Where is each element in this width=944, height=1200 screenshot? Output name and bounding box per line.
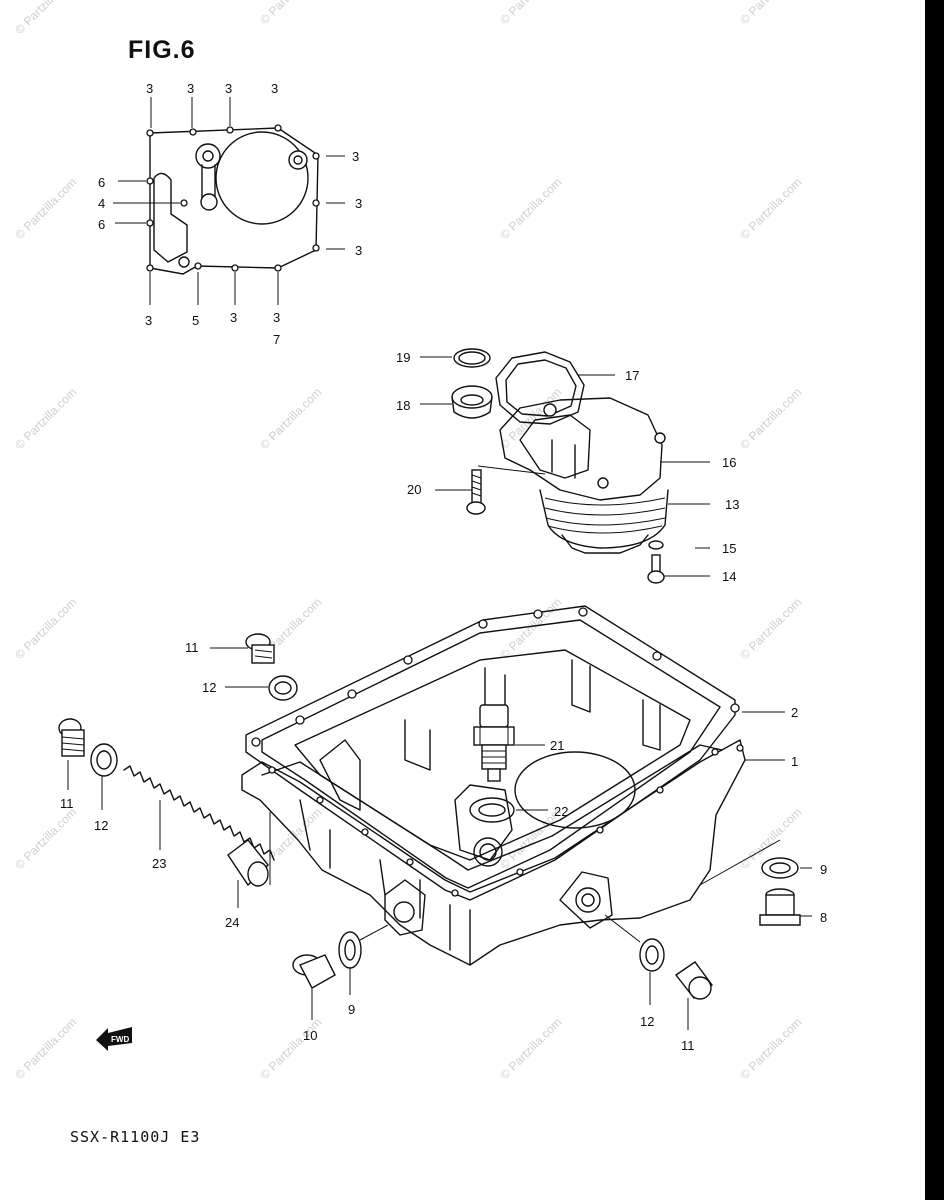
callout-10: 10 [303, 1028, 317, 1043]
plug-11-bottom [674, 961, 713, 1030]
watermark: © Partzilla.com [497, 0, 564, 27]
washer-12-bottom [604, 914, 665, 1005]
oil-pressure-switch [473, 704, 545, 782]
watermark: © Partzilla.com [737, 0, 804, 27]
watermark: © Partzilla.com [12, 0, 79, 37]
plug-11-left [58, 718, 85, 790]
washer-9-right [699, 839, 812, 886]
leader-lines [742, 711, 785, 761]
callout-11: 11 [681, 1038, 695, 1053]
plug-11-upper [210, 633, 275, 664]
callout-12: 12 [94, 818, 108, 833]
callout-4: 4 [98, 196, 105, 211]
washer-22 [469, 797, 548, 823]
callout-18: 18 [396, 398, 410, 413]
callout-6: 6 [98, 217, 105, 232]
oil-pan-assembly [241, 605, 746, 966]
relief-valve-24 [227, 812, 271, 908]
washer-12-upper [225, 675, 298, 701]
callout-3: 3 [355, 196, 362, 211]
watermark-layer: © Partzilla.com © Partzilla.com © Partzi… [12, 0, 804, 1082]
callout-17: 17 [625, 368, 639, 383]
watermark: © Partzilla.com [12, 175, 79, 242]
washer-9-bottom [338, 924, 389, 995]
spring-23 [123, 765, 275, 861]
callout-3: 3 [230, 310, 237, 325]
callout-8: 8 [820, 910, 827, 925]
callout-12: 12 [202, 680, 216, 695]
callout-11: 11 [60, 796, 74, 811]
watermark: © Partzilla.com [737, 175, 804, 242]
callout-6: 6 [98, 175, 105, 190]
callout-23: 23 [152, 856, 166, 871]
callout-14: 14 [722, 569, 736, 584]
callout-12: 12 [640, 1014, 654, 1029]
callout-3: 3 [273, 310, 280, 325]
watermark: © Partzilla.com [497, 595, 564, 662]
callout-3: 3 [355, 243, 362, 258]
callout-16: 16 [722, 455, 736, 470]
washer-12-left [90, 743, 118, 810]
callout-3: 3 [271, 81, 278, 96]
drain-bolt-8 [759, 888, 812, 926]
callout-11: 11 [185, 640, 199, 655]
watermark: © Partzilla.com [257, 805, 324, 872]
callout-15: 15 [722, 541, 736, 556]
callout-3: 3 [187, 81, 194, 96]
watermark: © Partzilla.com [12, 595, 79, 662]
callout-3: 3 [145, 313, 152, 328]
oil-strainer-assembly [420, 348, 710, 584]
watermark: © Partzilla.com [737, 385, 804, 452]
drain-bolt-10 [292, 954, 336, 1020]
watermark: © Partzilla.com [257, 385, 324, 452]
callout-19: 19 [396, 350, 410, 365]
forward-arrow-icon: FWD [96, 1027, 132, 1051]
callout-7: 7 [273, 332, 280, 347]
watermark: © Partzilla.com [12, 385, 79, 452]
fwd-label: FWD [111, 1035, 129, 1044]
callout-3: 3 [225, 81, 232, 96]
watermark: © Partzilla.com [12, 1015, 79, 1082]
watermark: © Partzilla.com [737, 595, 804, 662]
model-code: SSX-R1100J E3 [70, 1128, 201, 1146]
callout-3: 3 [352, 149, 359, 164]
callout-21: 21 [550, 738, 564, 753]
watermark: © Partzilla.com [257, 0, 324, 27]
callout-9: 9 [348, 1002, 355, 1017]
callout-22: 22 [554, 804, 568, 819]
figure-title: FIG.6 [128, 36, 196, 64]
watermark: © Partzilla.com [737, 1015, 804, 1082]
watermark: © Partzilla.com [497, 175, 564, 242]
callout-2: 2 [791, 705, 798, 720]
callout-1: 1 [791, 754, 798, 769]
callout-5: 5 [192, 313, 199, 328]
callout-24: 24 [225, 915, 239, 930]
inset-gasket-diagram [113, 97, 345, 305]
scan-edge-bar [925, 0, 944, 1200]
callout-3: 3 [146, 81, 153, 96]
watermark: © Partzilla.com [12, 805, 79, 872]
callout-20: 20 [407, 482, 421, 497]
callout-13: 13 [725, 497, 739, 512]
watermark: © Partzilla.com [257, 1015, 324, 1082]
callout-9: 9 [820, 862, 827, 877]
watermark: © Partzilla.com [497, 1015, 564, 1082]
